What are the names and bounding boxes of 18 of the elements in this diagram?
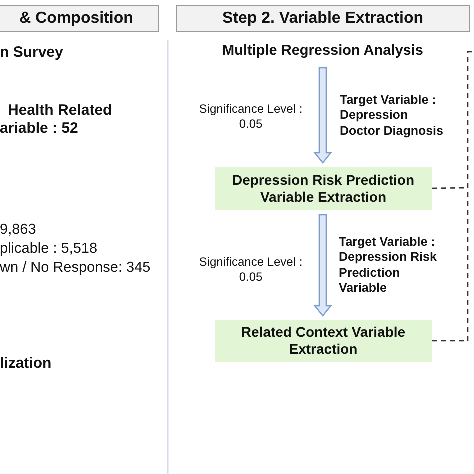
section-title: lization bbox=[0, 355, 53, 374]
step-header: Step 2. Variable Extraction bbox=[176, 5, 470, 32]
analysis-title: Multiple Regression Analysis bbox=[208, 43, 438, 63]
section-title: n Survey bbox=[0, 44, 64, 62]
target-note: Target Variable : Depression Doctor Diagnosis bbox=[340, 93, 444, 139]
count-text: plicable : 5,518 bbox=[0, 241, 99, 259]
count-text: wn / No Response: 345 bbox=[0, 260, 152, 278]
arrow bbox=[314, 214, 332, 318]
process-box: Related Context Variable Extraction bbox=[215, 320, 432, 362]
connector-line bbox=[432, 51, 474, 190]
arrow bbox=[314, 67, 332, 164]
count-text: 9,863 bbox=[0, 222, 38, 240]
target-note: Target Variable : Depression Risk Prediction Variable bbox=[339, 235, 438, 296]
variable-count: Health Related ariable : 52 bbox=[0, 102, 114, 139]
significance-note: Significance Level : 0.05 bbox=[198, 255, 304, 284]
significance-note: Significance Level : 0.05 bbox=[198, 102, 304, 132]
step-header: & Composition bbox=[0, 5, 159, 32]
process-box: Depression Risk Prediction Variable Extraction bbox=[215, 167, 432, 210]
